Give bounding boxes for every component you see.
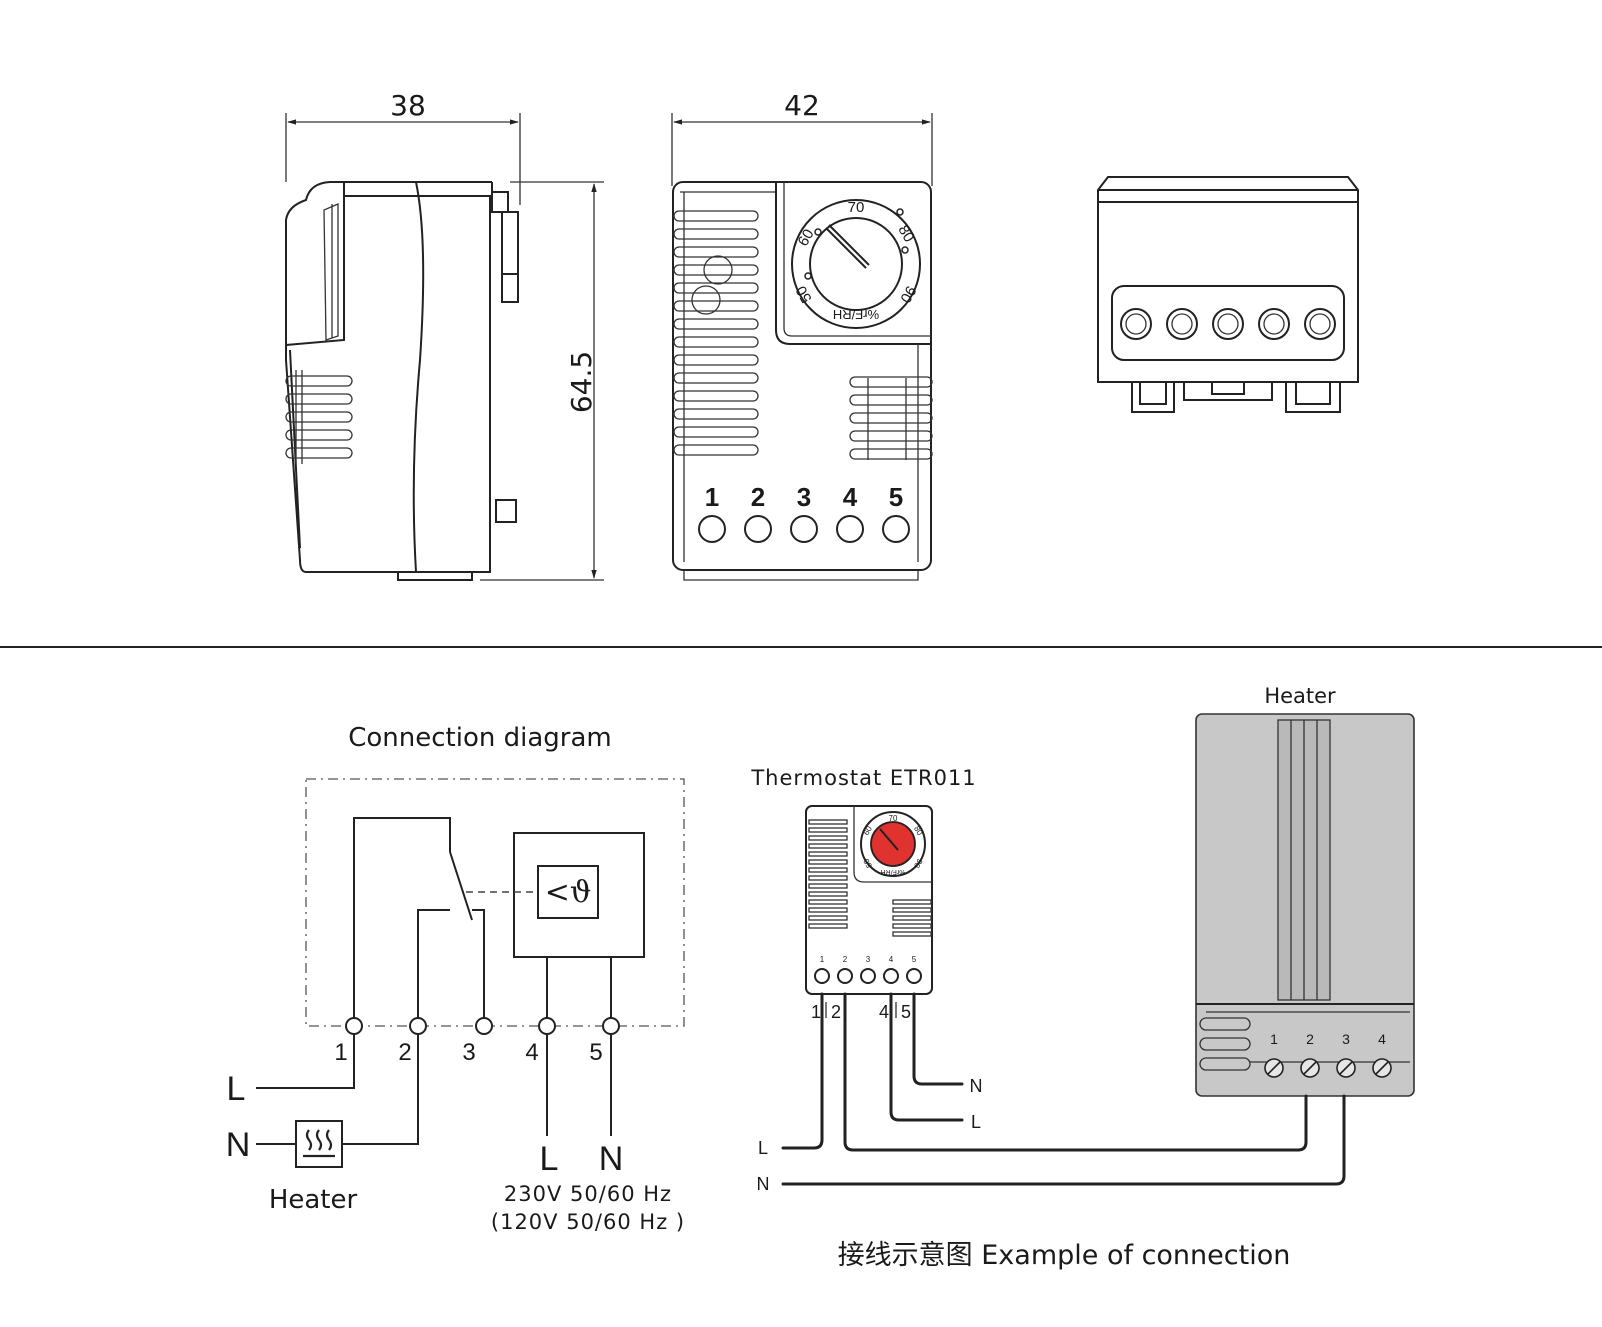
schematic-terminal-4 [538,1017,556,1035]
front-view: 42 70 60 80 50 90 %rF/RH [671,89,933,581]
input-label-L: L [758,1138,768,1158]
sensor-symbol: <ϑ [545,875,592,910]
wire-label-4: 4 [879,1002,889,1022]
small-terminal-label-4: 4 [889,955,894,964]
schematic-line-L: L [227,1070,246,1108]
dial-label-60: 60 [795,226,818,249]
heater-terminal-label-3: 3 [1342,1031,1350,1047]
front-terminal-label-5: 5 [889,482,903,512]
wire-label-2: 2 [831,1002,841,1022]
front-terminal-label-3: 3 [797,482,811,512]
heater-terminal-label-4: 4 [1378,1031,1386,1047]
front-terminal-label-1: 1 [705,482,719,512]
input-label-N: N [757,1174,770,1194]
small-terminal-label-2: 2 [843,955,848,964]
voltage-primary: 230V 50/60 Hz [504,1182,672,1206]
schematic-terminal-label-5: 5 [589,1039,602,1066]
front-left-vents [673,210,759,456]
side-view: 38 64.5 [285,89,604,581]
wire-terminal-5-N [912,992,964,1086]
front-terminal-label-2: 2 [751,482,765,512]
heater-unit: Heater 1 2 3 4 [1195,684,1415,1097]
wire-terminal-2-to-heater [843,992,1308,1152]
wire-N-to-heater [781,1094,1346,1186]
small-terminal-label-3: 3 [866,955,871,964]
dial-label-70: 70 [848,199,865,216]
dimension-height: 64.5 [565,351,598,413]
connection-example: Thermostat ETR011 [750,684,1415,1271]
schematic-terminal-2 [409,1017,427,1035]
schematic-terminal-label-4: 4 [525,1039,538,1066]
dial-unit: %rF/RH [833,307,879,322]
dial-label-50: 50 [793,283,816,306]
supply-L: L [540,1140,559,1178]
wire-label-5: 5 [901,1002,911,1022]
front-terminals: 1 2 3 4 5 [698,482,910,543]
small-thermostat: 70 60 80 50 90 %rF/RH 1 2 3 4 5 [805,805,933,995]
dial-label-90: 90 [896,283,919,306]
heater-title: Heater [1264,684,1336,708]
schematic-terminal-label-1: 1 [334,1039,347,1066]
dimension-side-width: 38 [390,89,426,122]
schematic-terminal-3 [475,1017,493,1035]
front-right-vents [849,376,933,460]
schematic-heater-label: Heater [269,1185,358,1215]
schematic-terminal-label-2: 2 [398,1039,411,1066]
wire-label-1: 1 [811,1002,821,1022]
small-dial-70: 70 [889,814,898,823]
voltage-secondary: (120V 50/60 Hz ) [491,1210,685,1234]
schematic-title: Connection diagram [348,723,612,753]
schematic-terminal-5 [602,1017,620,1035]
heater-terminal-label-2: 2 [1306,1031,1314,1047]
small-terminal-label-1: 1 [820,955,825,964]
wire-L-to-terminal-1 [781,992,824,1150]
schematic-terminal-label-3: 3 [462,1039,475,1066]
thermostat-title: Thermostat ETR011 [750,766,976,790]
connection-schematic: Connection diagram <ϑ 1 2 3 4 5 L N [226,723,685,1234]
output-label-L: L [971,1112,981,1132]
supply-N: N [599,1140,624,1178]
front-terminal-label-4: 4 [843,482,858,512]
example-caption: 接线示意图 Example of connection [838,1240,1291,1271]
dial-label-80: 80 [894,222,917,245]
schematic-line-N: N [226,1126,251,1164]
small-dial-unit: %rF/RH [881,868,906,875]
wire-terminal-4-L [889,992,964,1122]
dimension-front-width: 42 [784,89,820,122]
small-terminal-label-5: 5 [912,955,917,964]
schematic-terminal-1 [345,1017,363,1035]
output-label-N: N [970,1076,983,1096]
side-vents [285,370,353,464]
bottom-view [1097,176,1359,413]
heater-terminal-label-1: 1 [1270,1031,1278,1047]
heater-symbol [295,1120,343,1168]
